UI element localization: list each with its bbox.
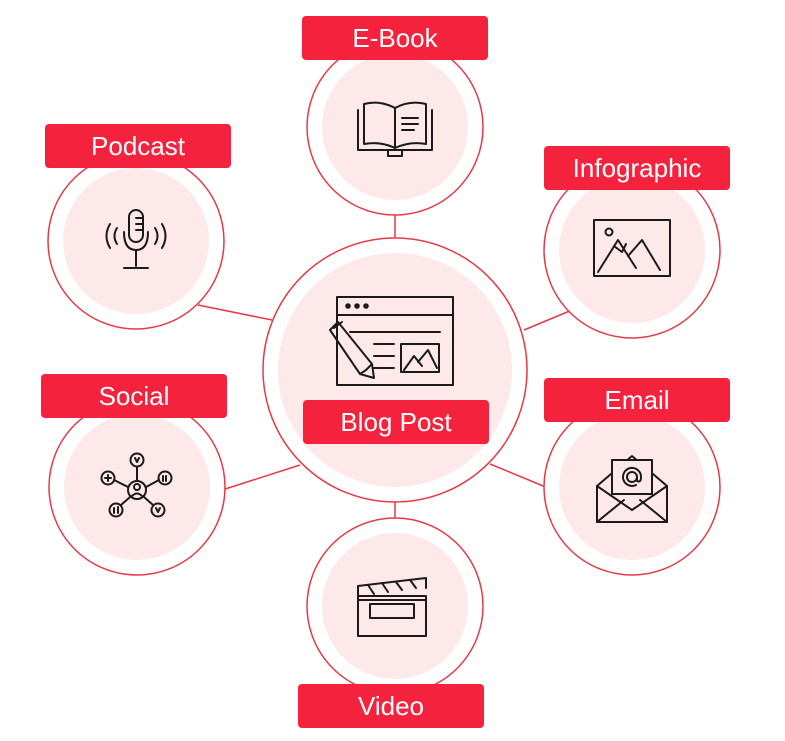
label-ebook: E-Book: [302, 16, 488, 60]
center-node: [262, 237, 528, 503]
landscape-image-icon: [593, 219, 671, 277]
video-node: [306, 517, 484, 695]
connector-email: [489, 463, 549, 489]
blog-post-icon: [329, 296, 454, 386]
connector-infographic: [523, 309, 573, 331]
label-infographic: Infographic: [544, 146, 730, 190]
label-social: Social: [41, 374, 227, 418]
email-envelope-icon: [596, 455, 668, 523]
connector-social: [221, 464, 301, 491]
social-node: [48, 398, 226, 576]
label-podcast: Podcast: [45, 124, 231, 168]
social-network-icon: [100, 452, 173, 518]
connectors: [197, 215, 573, 524]
microphone-icon: [105, 209, 167, 269]
label-blog-post: Blog Post: [303, 400, 489, 444]
label-email: Email: [544, 378, 730, 422]
connector-podcast: [197, 304, 273, 321]
label-video: Video: [298, 684, 484, 728]
open-book-icon: [357, 101, 433, 157]
clapperboard-icon: [357, 577, 427, 637]
